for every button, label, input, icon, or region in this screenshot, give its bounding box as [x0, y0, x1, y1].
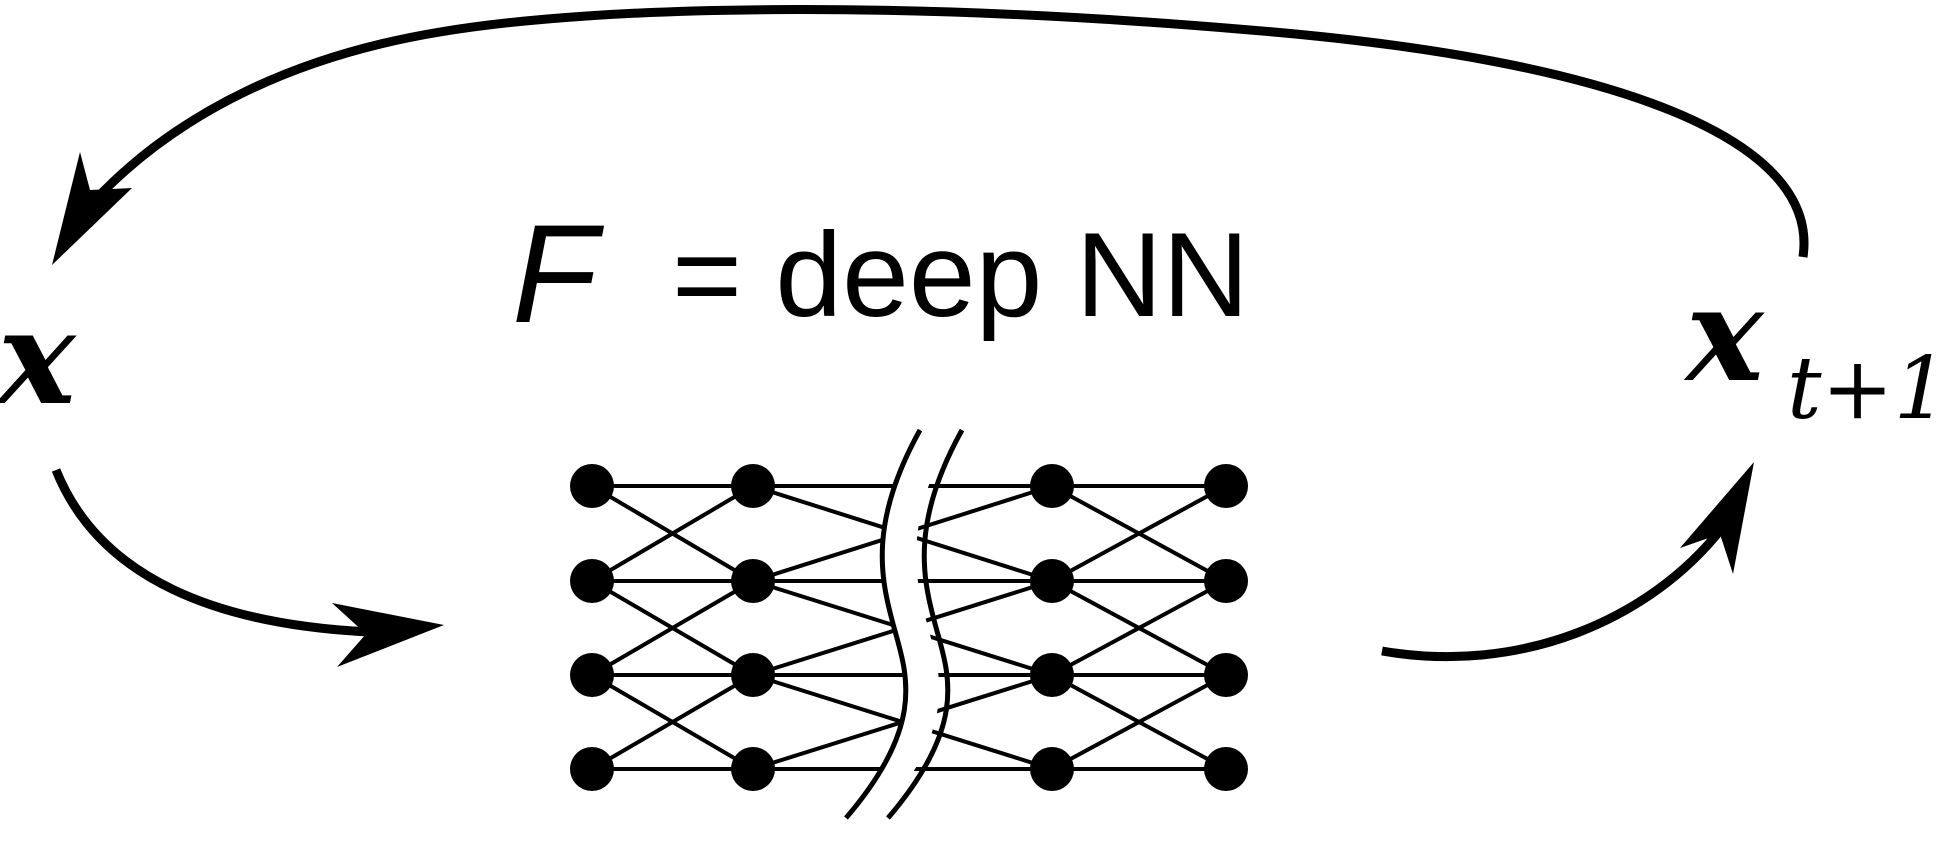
network-node	[570, 559, 614, 603]
output-label: x	[1683, 258, 1765, 411]
network-node	[1204, 747, 1248, 791]
break-line-left	[844, 428, 923, 820]
title-rest: = deep NN	[672, 208, 1249, 342]
network-edge	[590, 484, 755, 583]
input-arrowhead	[332, 603, 444, 667]
network-edge	[1051, 579, 1227, 677]
network-break	[844, 428, 965, 820]
network-node	[731, 653, 775, 697]
network-edge	[1051, 484, 1227, 583]
network-node	[1030, 653, 1074, 697]
feedback-loop-arrowhead	[52, 152, 132, 265]
output-label-subscript: t+1	[1787, 339, 1948, 439]
network-node	[1204, 464, 1248, 508]
network-node	[731, 559, 775, 603]
output-arrow	[1381, 525, 1726, 662]
network-node	[570, 747, 614, 791]
network-edge	[590, 673, 755, 771]
break-line-right	[886, 428, 965, 820]
output-label-base: x	[1683, 258, 1765, 411]
output-arrowhead	[1680, 462, 1754, 574]
title-symbol: F	[512, 195, 605, 352]
network-node	[731, 464, 775, 508]
network-node	[1204, 653, 1248, 697]
feedback-loop-arrow	[91, 5, 1809, 258]
input-arrow	[51, 468, 371, 637]
network-node	[1030, 559, 1074, 603]
network-node	[1030, 747, 1074, 791]
network-node	[1204, 559, 1248, 603]
network-node	[570, 464, 614, 508]
network-node	[731, 747, 775, 791]
break-gap	[846, 430, 954, 818]
network-edge	[1051, 673, 1227, 771]
network-nodes	[570, 464, 1248, 791]
network-edge	[590, 579, 755, 677]
network-node	[570, 653, 614, 697]
input-label: x	[0, 281, 77, 434]
network-node	[1030, 464, 1074, 508]
